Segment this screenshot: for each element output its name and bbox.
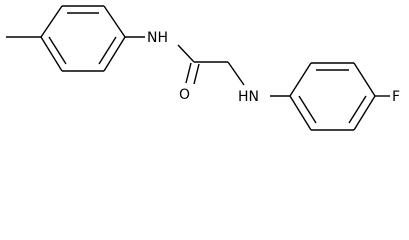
amide-nh-label: NH [147, 30, 168, 46]
bond-carbonyl-to-o-double [193, 63, 200, 85]
bond-tolyl-4 [103, 36, 126, 72]
bond-tolyl-inner-3 [48, 36, 67, 65]
fluorine-label: F [392, 89, 400, 105]
bond-ch2-to-hn [227, 61, 245, 86]
bond-fphenyl-6 [289, 95, 312, 131]
amine-hn-label: HN [238, 89, 259, 105]
structure-diagram: NH O HN F [6, 5, 401, 131]
bond-fphenyl-1 [289, 62, 312, 97]
bond-tolyl-6 [40, 36, 63, 72]
bond-fphenyl-4 [353, 95, 376, 131]
bond-fphenyl-inner-3 [298, 95, 317, 124]
bond-carbonyl-to-o [185, 62, 192, 84]
fluorophenyl-ring [289, 62, 390, 131]
molecule-drawing: NH O HN F [6, 5, 400, 131]
bond-nh-to-carbonyl [177, 44, 195, 63]
bond-tolyl-inner-2 [98, 36, 117, 65]
bond-fphenyl-3 [353, 62, 376, 97]
bond-tolyl-1 [40, 5, 63, 38]
tolyl-ring [40, 5, 126, 72]
carbonyl-o-label: O [179, 87, 190, 103]
amide-linker [125, 36, 290, 97]
bond-fphenyl-inner-2 [348, 95, 367, 124]
bond-tolyl-3 [103, 5, 126, 38]
